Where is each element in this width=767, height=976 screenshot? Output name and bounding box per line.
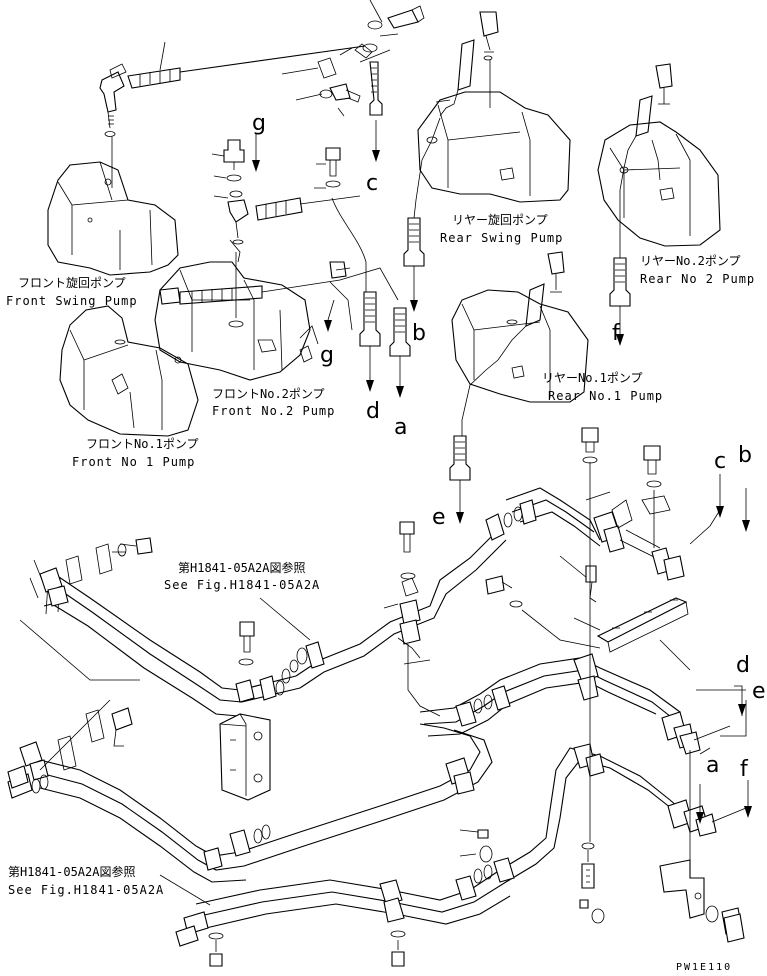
right-bolts bbox=[485, 427, 750, 649]
bolt-b bbox=[403, 217, 425, 312]
rear-no1-pump-drawing bbox=[451, 251, 589, 436]
rear-swing-pump-en: Rear Swing Pump bbox=[440, 231, 563, 245]
tube-assembly-upper bbox=[29, 487, 685, 717]
letter-g-lower: g bbox=[320, 343, 334, 368]
reference-upper-en: See Fig.H1841-05A2A bbox=[164, 578, 320, 592]
front-swing-pump-jp: フロント旋回ポンプ bbox=[18, 276, 126, 290]
label-reference-lower: 第H1841-05A2A図参照 See Fig.H1841-05A2A bbox=[8, 864, 164, 897]
label-front-no1-pump: フロントNo.1ポンプ Front No 1 Pump bbox=[72, 437, 199, 469]
label-reference-upper: 第H1841-05A2A図参照 See Fig.H1841-05A2A bbox=[164, 560, 320, 592]
bottom-fasteners bbox=[208, 560, 752, 967]
front-no1-pump-jp: フロントNo.1ポンプ bbox=[86, 437, 199, 451]
front-no2-fitting-cluster bbox=[211, 134, 361, 245]
letter-g-upper: g bbox=[252, 111, 266, 136]
center-bolts bbox=[7, 521, 745, 943]
reference-lower-jp: 第H1841-05A2A図参照 bbox=[8, 864, 135, 879]
letter-e-lower: e bbox=[752, 679, 766, 704]
letter-c-upper: c bbox=[366, 171, 378, 196]
rear-no1-pump-jp: リヤーNo.1ポンプ bbox=[542, 371, 643, 385]
top-clamp-cluster bbox=[281, 0, 425, 162]
rear-no2-pump-jp: リヤーNo.2ポンプ bbox=[640, 254, 741, 268]
left-bracket-block bbox=[219, 713, 271, 801]
drawing-code: PW1E110 bbox=[676, 962, 732, 973]
front-swing-hose bbox=[127, 41, 366, 89]
rear-no2-pump-drawing bbox=[597, 63, 721, 258]
letter-b-upper: b bbox=[412, 321, 426, 346]
rear-no1-pump-en: Rear No.1 Pump bbox=[548, 389, 663, 403]
bolt-e bbox=[449, 435, 471, 524]
tube-assembly-middle bbox=[419, 653, 731, 755]
bracket-middle-right bbox=[596, 597, 689, 653]
rear-no2-pump-en: Rear No 2 Pump bbox=[640, 272, 755, 286]
reference-lower-en: See Fig.H1841-05A2A bbox=[8, 883, 164, 897]
letter-b-lower: b bbox=[738, 443, 752, 468]
letter-a-upper: a bbox=[394, 415, 407, 440]
label-front-no2-pump: フロントNo.2ポンプ Front No.2 Pump bbox=[212, 387, 335, 418]
front-swing-pump-en: Front Swing Pump bbox=[6, 294, 138, 308]
letter-f-upper: f bbox=[612, 321, 621, 346]
rear-swing-pump-jp: リヤー旋回ポンプ bbox=[452, 213, 548, 227]
swing-pump-elbow-fitting bbox=[99, 63, 127, 188]
letter-a-lower: a bbox=[706, 753, 719, 778]
front-no1-pump-en: Front No 1 Pump bbox=[72, 455, 195, 469]
label-rear-swing-pump: リヤー旋回ポンプ Rear Swing Pump bbox=[440, 213, 563, 245]
front-swing-pump-drawing bbox=[47, 161, 179, 276]
label-rear-no2-pump: リヤーNo.2ポンプ Rear No 2 Pump bbox=[640, 254, 755, 286]
letter-f-lower: f bbox=[740, 757, 749, 782]
leader-lines bbox=[19, 597, 691, 906]
rear-swing-pump-drawing bbox=[413, 11, 571, 219]
letter-d-lower: d bbox=[736, 653, 750, 678]
front-no1-pump-drawing bbox=[59, 305, 199, 437]
letter-e-upper: e bbox=[432, 505, 446, 530]
label-front-swing-pump: フロント旋回ポンプ Front Swing Pump bbox=[6, 276, 138, 308]
bolt-f-upper bbox=[609, 257, 631, 346]
label-rear-no1-pump: リヤーNo.1ポンプ Rear No.1 Pump bbox=[542, 371, 663, 403]
bolts-d-a bbox=[359, 291, 411, 398]
letter-d-upper: d bbox=[366, 399, 380, 424]
tube-assembly-lower bbox=[7, 707, 747, 947]
bolt-c bbox=[314, 147, 367, 292]
reference-upper-jp: 第H1841-05A2A図参照 bbox=[178, 560, 305, 575]
front-no2-pump-en: Front No.2 Pump bbox=[212, 404, 335, 418]
front-no2-pump-drawing bbox=[154, 239, 399, 381]
letter-c-lower: c bbox=[714, 449, 726, 474]
front-no2-pump-jp: フロントNo.2ポンプ bbox=[212, 387, 325, 401]
